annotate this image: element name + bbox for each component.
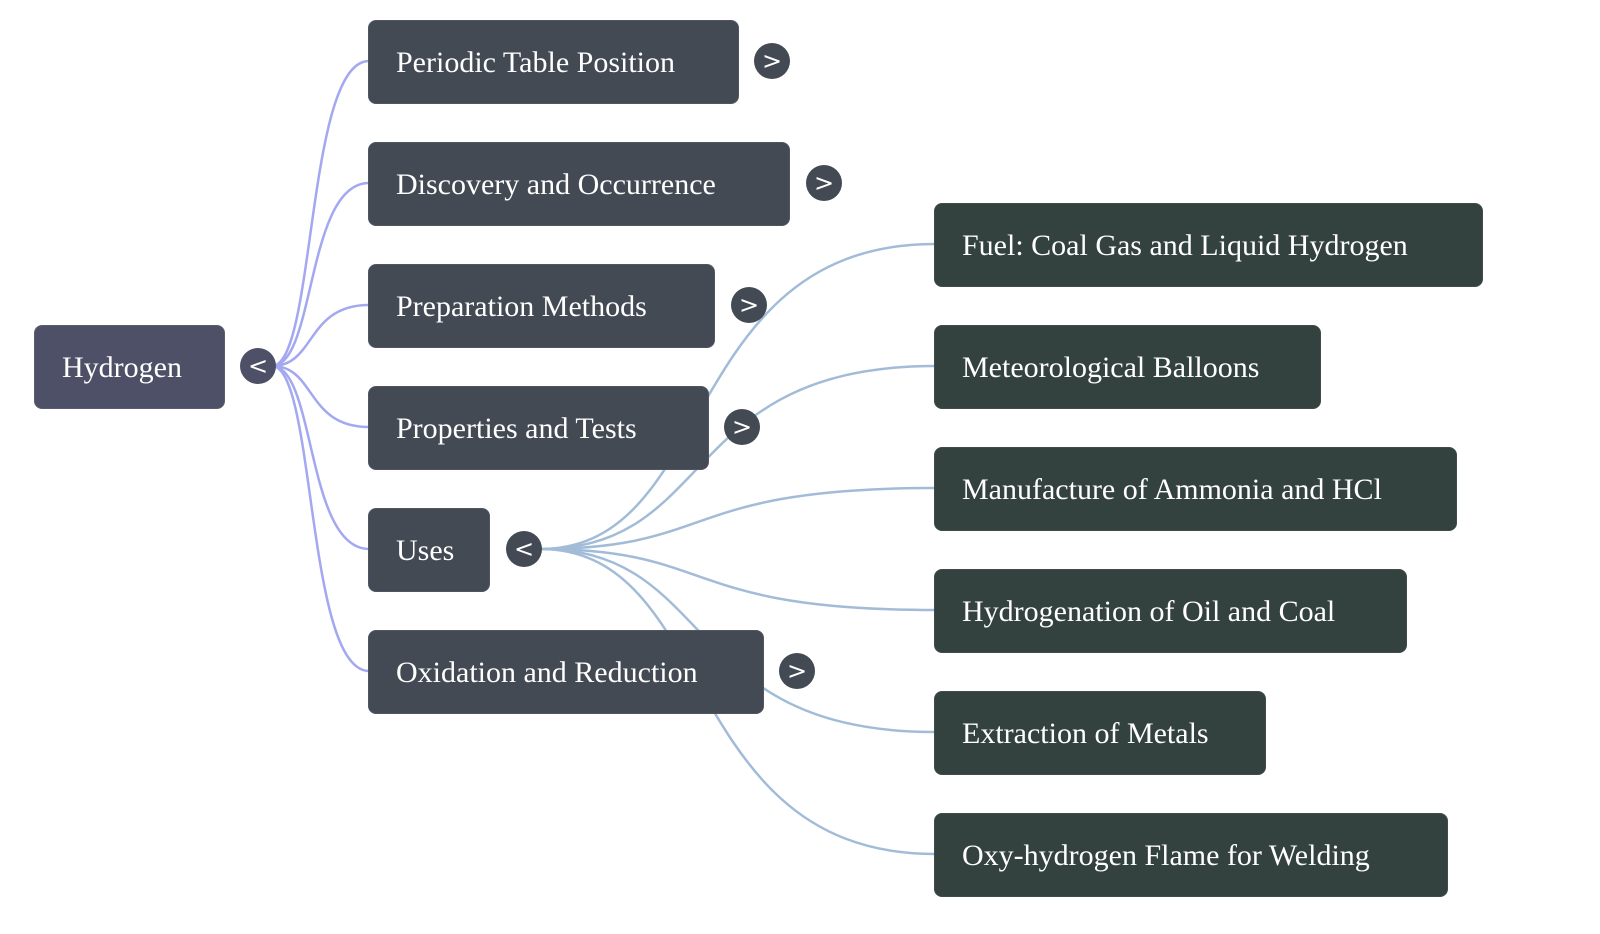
leaf-node-fuel[interactable]: Fuel: Coal Gas and Liquid Hydrogen (934, 203, 1483, 287)
expand-chevron-right-icon[interactable]: > (754, 43, 790, 79)
root-edge-3 (271, 364, 370, 429)
leaf-node-meteorological-balloons[interactable]: Meteorological Balloons (934, 325, 1321, 409)
expand-chevron-right-icon[interactable]: > (806, 165, 842, 201)
leaf-node-extraction-of-metals[interactable]: Extraction of Metals (934, 691, 1266, 775)
branch-node-uses[interactable]: Uses (368, 508, 490, 592)
uses-edge-3 (539, 547, 936, 612)
expand-chevron-right-icon[interactable]: > (731, 287, 767, 323)
expand-chevron-right-icon[interactable]: > (779, 653, 815, 689)
root-edge-0 (271, 59, 370, 368)
collapse-chevron-left-icon[interactable]: < (240, 348, 276, 384)
leaf-label: Hydrogenation of Oil and Coal (962, 595, 1336, 628)
branch-node-periodic-table-position[interactable]: Periodic Table Position (368, 20, 739, 104)
leaf-label: Extraction of Metals (962, 717, 1209, 750)
branch-label: Periodic Table Position (396, 46, 675, 79)
branch-node-properties-and-tests[interactable]: Properties and Tests (368, 386, 709, 470)
root-edge-1 (271, 181, 370, 368)
branch-node-preparation-methods[interactable]: Preparation Methods (368, 264, 715, 348)
leaf-label: Manufacture of Ammonia and HCl (962, 473, 1382, 506)
branch-label: Discovery and Occurrence (396, 168, 716, 201)
collapse-chevron-left-icon[interactable]: < (506, 531, 542, 567)
branch-node-oxidation-and-reduction[interactable]: Oxidation and Reduction (368, 630, 764, 714)
root-edge-5 (271, 364, 370, 673)
leaf-label: Meteorological Balloons (962, 351, 1260, 384)
branch-label: Preparation Methods (396, 290, 647, 323)
root-edge-4 (271, 364, 370, 551)
root-node-hydrogen[interactable]: Hydrogen (34, 325, 225, 409)
branch-label: Oxidation and Reduction (396, 656, 698, 689)
leaf-label: Fuel: Coal Gas and Liquid Hydrogen (962, 229, 1408, 262)
leaf-node-manufacture-of-ammonia-and-hcl[interactable]: Manufacture of Ammonia and HCl (934, 447, 1457, 531)
branch-label: Properties and Tests (396, 412, 637, 445)
leaf-label: Oxy-hydrogen Flame for Welding (962, 839, 1370, 872)
uses-edge-2 (539, 486, 936, 551)
leaf-node-hydrogenation[interactable]: Hydrogenation of Oil and Coal (934, 569, 1407, 653)
root-node-label: Hydrogen (62, 351, 182, 384)
expand-chevron-right-icon[interactable]: > (724, 409, 760, 445)
leaf-node-oxy-hydrogen-flame[interactable]: Oxy-hydrogen Flame for Welding (934, 813, 1448, 897)
branch-node-discovery-and-occurrence[interactable]: Discovery and Occurrence (368, 142, 790, 226)
branch-label: Uses (396, 534, 455, 567)
root-edge-2 (271, 303, 370, 368)
